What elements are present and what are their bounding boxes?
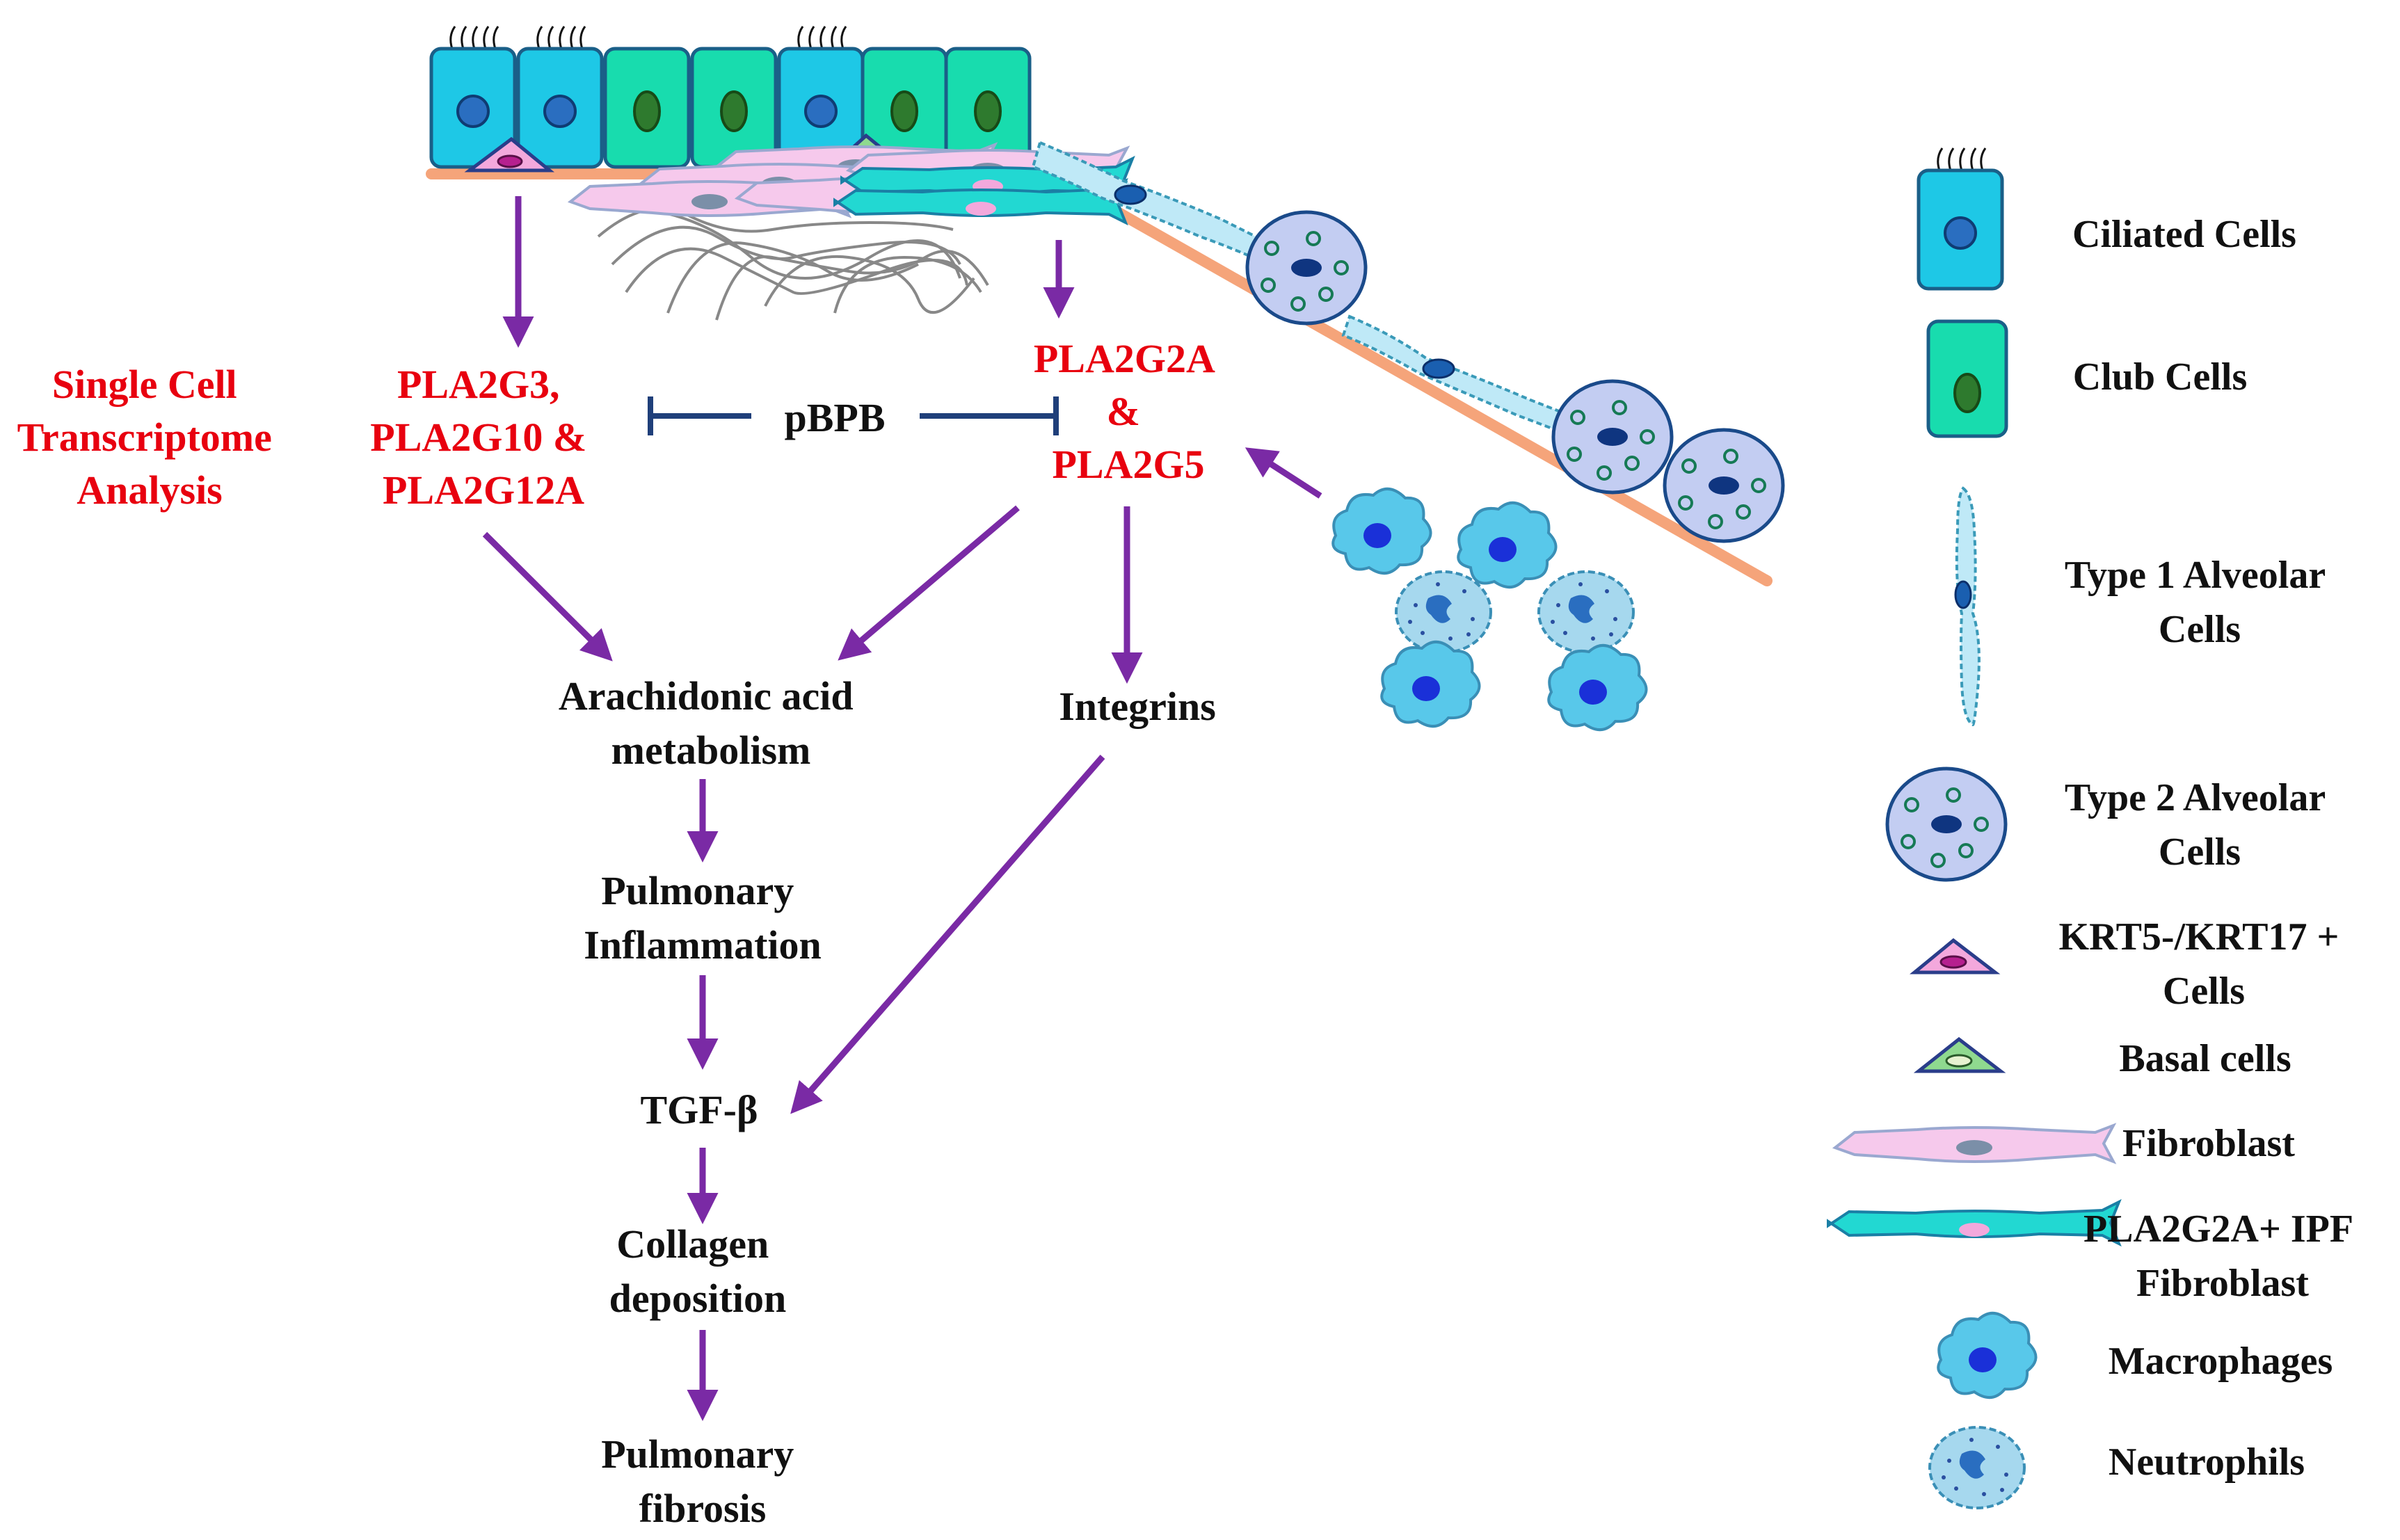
ipf-fibroblast-icon (1827, 1201, 2120, 1245)
club-cell-icon (1926, 319, 2008, 438)
legend-label-type2: Type 2 Alveolar Cells (2065, 776, 2335, 874)
single-cell-label: Single Cell Transcriptome Analysis (17, 362, 282, 513)
club-cell (605, 49, 689, 167)
neutrophil-icon (1928, 1426, 2026, 1509)
arrow-immune-to-pla2g2a (1245, 447, 1322, 499)
pbpb-label: pBPB (784, 395, 885, 440)
legend-label-club: Club Cells (2073, 355, 2248, 399)
collagen-label: Collagen deposition (609, 1221, 787, 1321)
legend-label-type1: Type 1 Alveolar Cells (2065, 554, 2335, 651)
macrophage-icon (1937, 1311, 2038, 1399)
type2-alveolar-cell-icon (1887, 769, 2006, 880)
pla2g2a-label: PLA2G2A & PLA2G5 (1034, 336, 1223, 487)
type2-alveolar-cell (1665, 430, 1783, 541)
neutrophil (1537, 570, 1635, 654)
legend-label-neutrophils: Neutrophils (2109, 1441, 2305, 1484)
macrophage (1380, 640, 1481, 728)
arrow-pla2g2a-to-arachidonic (838, 505, 1020, 661)
legend: Ciliated Cells Club Cells Type 1 Alveola… (1827, 148, 2362, 1509)
legend-label-ciliated: Ciliated Cells (2072, 213, 2296, 256)
type2-alveolar-cell (1553, 381, 1672, 492)
pla2g3-label: PLA2G3, PLA2G10 & PLA2G12A (370, 362, 596, 513)
macrophage (1457, 501, 1558, 589)
integrins-label: Integrins (1059, 684, 1216, 729)
lung-tissue-illustration (426, 26, 1783, 732)
legend-label-fibroblast: Fibroblast (2122, 1122, 2295, 1165)
pathway-arrows (482, 196, 1322, 1421)
arrow-pla2g3-to-arachidonic (482, 531, 613, 661)
basal-cell-icon (1913, 1036, 2006, 1073)
extracellular-matrix-fibers (597, 207, 989, 321)
type2-alveolar-cell (1247, 212, 1366, 323)
legend-label-macrophages: Macrophages (2109, 1340, 2333, 1383)
ciliated-cell (518, 26, 602, 167)
legend-label-krt: KRT5-/KRT17 + Cells (2059, 915, 2349, 1013)
legend-label-ipf-fibroblast: PLA2G2A+ IPF Fibroblast (2083, 1208, 2362, 1305)
arrow-integrins-to-tgf (790, 755, 1105, 1114)
krt-cell (464, 136, 555, 173)
fibrosis-label: Pulmonary fibrosis (601, 1431, 804, 1531)
arachidonic-label: Arachidonic acid metabolism (559, 673, 863, 773)
pathway-labels: Single Cell Transcriptome Analysis PLA2G… (17, 336, 1223, 1531)
ciliated-cell-icon (1919, 148, 2002, 289)
fibroblast-icon (1834, 1124, 2115, 1163)
legend-label-basal: Basal cells (2119, 1037, 2291, 1080)
pbpb-inhibition (648, 396, 1059, 435)
inflammation-label: Pulmonary Inflammation (584, 868, 822, 968)
krt-cell-icon (1910, 938, 2001, 974)
macrophage (1331, 487, 1432, 575)
neutrophil (1395, 570, 1492, 654)
tgf-label: TGF-β (640, 1087, 758, 1132)
macrophage (1547, 643, 1648, 732)
type1-alveolar-cell-icon (1954, 486, 1981, 727)
